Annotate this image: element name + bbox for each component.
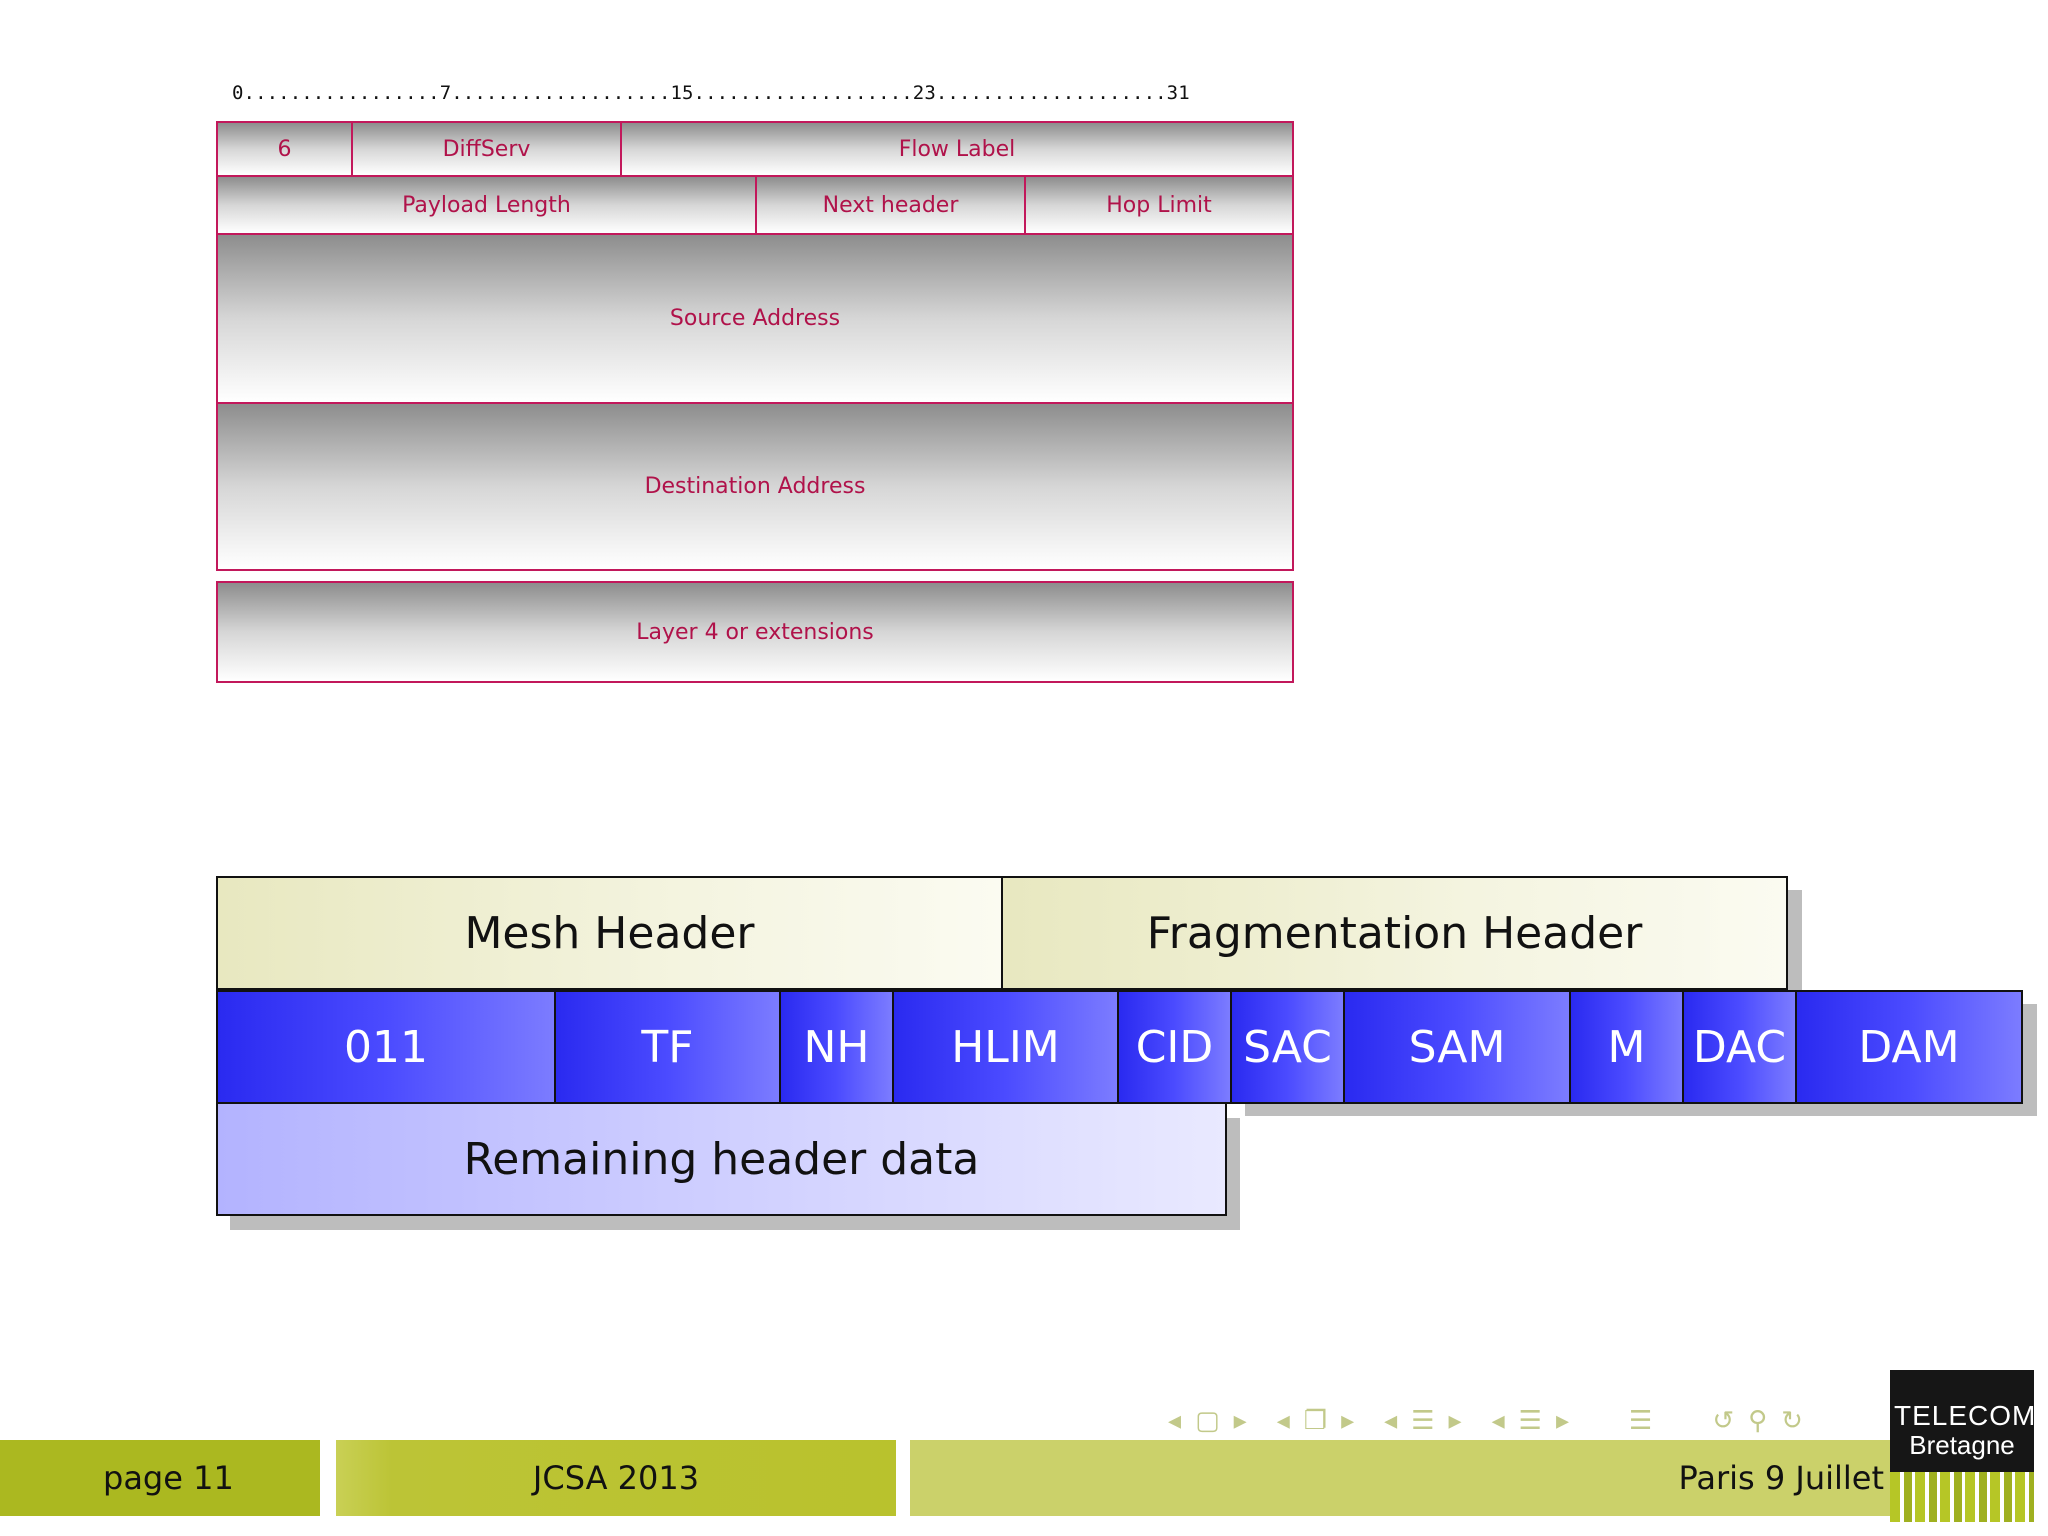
hop-limit-field: Hop Limit bbox=[1024, 175, 1294, 235]
m-field: M bbox=[1569, 990, 1684, 1104]
sac-field: SAC bbox=[1230, 990, 1345, 1104]
bit-ruler: 0.................7...................15… bbox=[232, 82, 1190, 104]
dac-field: DAC bbox=[1682, 990, 1797, 1104]
dam-field: DAM bbox=[1795, 990, 2023, 1104]
tf-field: TF bbox=[554, 990, 781, 1104]
navigation-symbols: ◂ ▢ ▸ ◂ ❐ ▸ ◂ ☰ ▸ ◂ ☰ ▸ ☰ ↺ ⚲ ↻ bbox=[1168, 1404, 1868, 1438]
nh-field: NH bbox=[779, 990, 894, 1104]
nav-search-icon[interactable]: ⚲ bbox=[1748, 1406, 1768, 1436]
cid-field: CID bbox=[1117, 990, 1232, 1104]
nav-next-icon[interactable]: ▸ bbox=[1448, 1406, 1462, 1436]
source-address-field: Source Address bbox=[216, 233, 1294, 404]
mesh-header: Mesh Header bbox=[216, 876, 1003, 990]
nav-prev-icon[interactable]: ◂ bbox=[1276, 1406, 1290, 1436]
nav-forward-icon[interactable]: ↻ bbox=[1781, 1406, 1803, 1436]
logo-line2: Bretagne bbox=[1909, 1430, 2015, 1460]
footer-page: page 11 bbox=[0, 1440, 320, 1516]
diffserv-field: DiffServ bbox=[351, 121, 622, 177]
nav-section-icon[interactable]: ☰ bbox=[1411, 1406, 1435, 1436]
footer-conference: JCSA 2013 bbox=[336, 1440, 896, 1516]
nav-frame-icon[interactable]: ▢ bbox=[1195, 1406, 1220, 1436]
footer-page-label: page 11 bbox=[103, 1459, 234, 1497]
nav-next-icon[interactable]: ▸ bbox=[1341, 1406, 1355, 1436]
footer-place-date: Paris 9 Juillet bbox=[910, 1440, 1890, 1516]
nav-slides-icon[interactable]: ❐ bbox=[1303, 1406, 1328, 1436]
destination-address-field: Destination Address bbox=[216, 402, 1294, 571]
footer-place-date-label: Paris 9 Juillet bbox=[1678, 1459, 1884, 1497]
nav-outline-icon[interactable]: ☰ bbox=[1629, 1406, 1653, 1436]
remaining-header-data: Remaining header data bbox=[216, 1102, 1227, 1216]
nav-subsection-icon[interactable]: ☰ bbox=[1518, 1406, 1542, 1436]
sam-field: SAM bbox=[1343, 990, 1571, 1104]
nav-prev-icon[interactable]: ◂ bbox=[1491, 1406, 1505, 1436]
nav-prev-icon[interactable]: ◂ bbox=[1168, 1406, 1182, 1436]
version-field: 6 bbox=[216, 121, 353, 177]
nav-next-icon[interactable]: ▸ bbox=[1233, 1406, 1247, 1436]
payload-length-field: Payload Length bbox=[216, 175, 757, 235]
next-header-field: Next header bbox=[755, 175, 1026, 235]
layer4-field: Layer 4 or extensions bbox=[216, 581, 1294, 683]
logo-line1: TELECOM bbox=[1894, 1400, 2037, 1431]
flow-label-field: Flow Label bbox=[620, 121, 1294, 177]
dispatch-011-field: 011 bbox=[216, 990, 556, 1104]
nav-back-icon[interactable]: ↺ bbox=[1712, 1406, 1735, 1436]
nav-next-icon[interactable]: ▸ bbox=[1555, 1406, 1570, 1436]
footer-conference-label: JCSA 2013 bbox=[532, 1459, 700, 1497]
nav-prev-icon[interactable]: ◂ bbox=[1384, 1406, 1398, 1436]
logo-graphic-icon bbox=[1890, 1472, 2034, 1522]
hlim-field: HLIM bbox=[892, 990, 1119, 1104]
fragmentation-header: Fragmentation Header bbox=[1001, 876, 1788, 990]
